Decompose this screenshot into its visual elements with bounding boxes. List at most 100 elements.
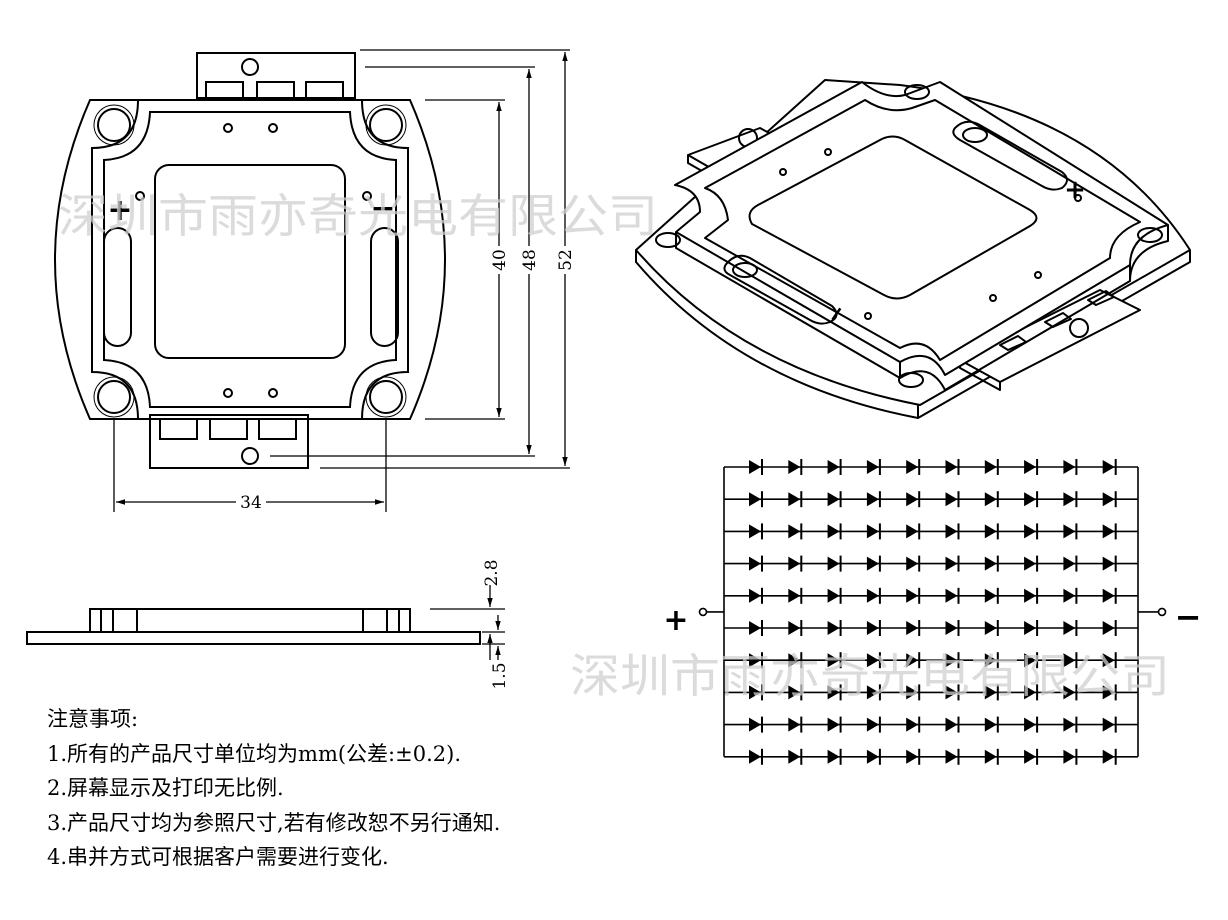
led-diode [945, 749, 958, 764]
led-diode [866, 749, 879, 764]
mount-hole-bl [97, 380, 131, 414]
led-diode [984, 460, 997, 474]
frame-outer [91, 99, 409, 420]
led-diode [1024, 621, 1037, 635]
led-diode [1102, 556, 1115, 571]
led-diode [827, 685, 840, 700]
led-diode [906, 492, 919, 507]
led-diode [984, 621, 997, 635]
led-diode [945, 621, 958, 635]
led-diode [788, 556, 801, 571]
led-diode [866, 588, 879, 603]
led-diode [749, 556, 761, 571]
input-terminal [698, 607, 708, 617]
led-diode [788, 717, 801, 732]
led-diode [1063, 556, 1076, 571]
dim-40: 40 [490, 249, 510, 271]
bottom-terminal-tab [149, 414, 309, 469]
mount-hole-br [369, 380, 403, 414]
schematic-minus-label: − [1175, 598, 1202, 636]
led-diode [945, 685, 958, 700]
led-diode [749, 653, 761, 668]
mount-hole-tl [97, 108, 131, 142]
led-diode [984, 685, 997, 700]
led-diode [788, 621, 801, 635]
slot-right [370, 227, 399, 347]
led-diode [906, 556, 919, 571]
dim-1-5: 1.5 [490, 662, 510, 689]
led-diode [749, 460, 761, 474]
substrate-outline [54, 99, 446, 420]
side-view-dimensions [430, 585, 505, 660]
led-diode [788, 653, 801, 668]
led-diode [866, 524, 879, 539]
led-diode [866, 717, 879, 732]
led-diode [1102, 524, 1115, 539]
led-diode [1024, 685, 1037, 700]
note-item-2: 2.屏幕显示及打印无比例. [47, 776, 284, 800]
led-diode [866, 685, 879, 700]
led-diode [827, 621, 840, 635]
emitter-window [154, 164, 346, 359]
led-diode [788, 492, 801, 507]
top-terminal-tab [196, 52, 356, 99]
slot-left [103, 227, 132, 347]
led-diode [1102, 621, 1115, 635]
led-diode [984, 653, 997, 668]
led-diode [906, 588, 919, 603]
led-diode [1102, 749, 1115, 764]
led-diode [945, 460, 958, 474]
top-minus-label: − [370, 191, 395, 226]
led-diode [906, 685, 919, 700]
led-diode [749, 749, 761, 764]
led-diode [827, 492, 840, 507]
note-item-3: 3.产品尺寸均为参照尺寸,若有修改恕不另行通知. [47, 810, 501, 835]
tab-hole-top [241, 58, 259, 76]
led-schematic [698, 459, 1167, 765]
led-diode [788, 749, 801, 764]
led-diode [749, 492, 761, 507]
led-diode [1024, 556, 1037, 571]
top-view [54, 52, 446, 469]
led-diode [1063, 621, 1076, 635]
led-diode [788, 460, 801, 474]
frame-inner [103, 111, 397, 408]
led-diode [1102, 653, 1115, 668]
led-diode [1063, 717, 1076, 732]
notes-heading: 注意事项: [47, 707, 139, 731]
led-diode [1102, 588, 1115, 603]
led-diode [866, 556, 879, 571]
led-diode [866, 492, 879, 507]
led-diode [945, 653, 958, 668]
led-diode [1063, 492, 1076, 507]
led-diode [749, 524, 761, 539]
led-diode [1063, 685, 1076, 700]
output-terminal [1157, 607, 1167, 617]
led-diode [1102, 685, 1115, 700]
led-diode [749, 717, 761, 732]
led-diode [984, 556, 997, 571]
led-diode [749, 621, 761, 635]
led-diode [984, 749, 997, 764]
schematic-plus-label: + [663, 603, 688, 638]
top-view-dimensions [113, 49, 570, 512]
note-item-1: 1.所有的产品尺寸单位均为mm(公差:±0.2). [47, 741, 461, 766]
led-diode [906, 460, 919, 474]
led-diode [945, 492, 958, 507]
led-diode [1063, 749, 1076, 764]
mount-hole-tr [369, 108, 403, 142]
tab-hole-bottom [241, 447, 259, 465]
led-diode [1024, 717, 1037, 732]
led-diode [1024, 588, 1037, 603]
led-diode [906, 717, 919, 732]
led-diode [1063, 460, 1076, 474]
led-diode [1063, 653, 1076, 668]
led-diode [1102, 492, 1115, 507]
dim-2-8: 2.8 [482, 559, 502, 586]
led-diode [1102, 717, 1115, 732]
led-diode [984, 492, 997, 507]
led-diode [1024, 524, 1037, 539]
led-diode [906, 621, 919, 635]
led-diode [866, 621, 879, 635]
dim-52: 52 [556, 249, 576, 271]
